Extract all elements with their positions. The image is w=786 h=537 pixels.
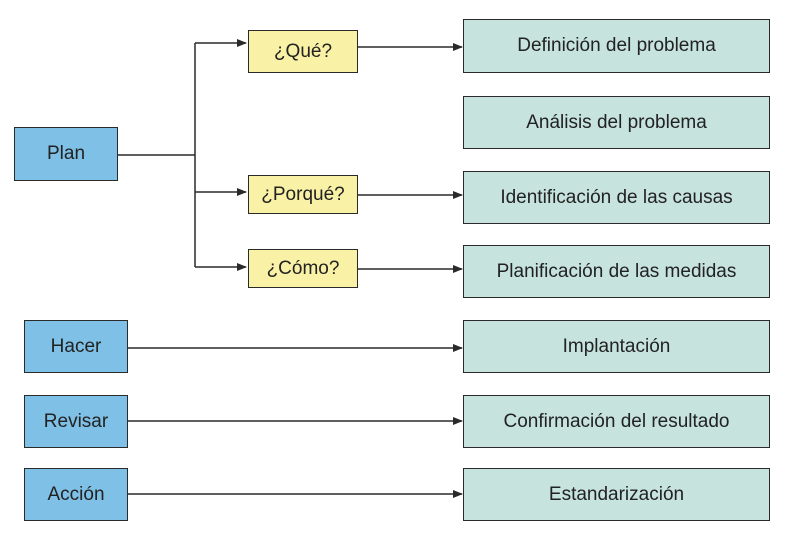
question-porque-box: ¿Porqué?	[248, 175, 358, 214]
phase-accion-box: Acción	[24, 468, 128, 521]
phase-plan-box: Plan	[14, 127, 118, 181]
step-analisis-box: Análisis del problema	[463, 96, 770, 149]
step-confirmacion-box: Confirmación del resultado	[463, 395, 770, 448]
step-planificacion-box: Planificación de las medidas	[463, 245, 770, 298]
phase-revisar-box: Revisar	[24, 395, 128, 448]
phase-hacer-box: Hacer	[24, 320, 128, 373]
step-implantacion-box: Implantación	[463, 320, 770, 373]
step-definicion-box: Definición del problema	[463, 19, 770, 73]
question-como-box: ¿Cómo?	[248, 249, 358, 288]
step-identificacion-box: Identificación de las causas	[463, 171, 770, 224]
step-estandarizacion-box: Estandarización	[463, 468, 770, 521]
question-que-box: ¿Qué?	[248, 30, 358, 73]
